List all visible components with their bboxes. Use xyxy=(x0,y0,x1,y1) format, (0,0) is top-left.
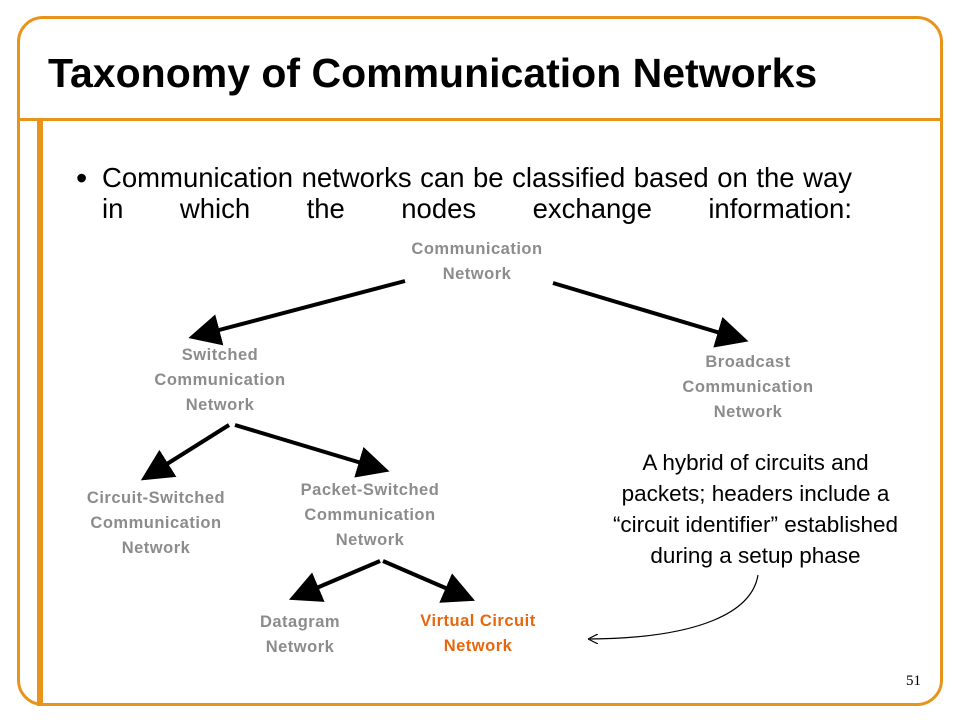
node-packet-switched-network: Packet-Switched Communication Network xyxy=(300,481,440,549)
edge-packet-to-datagram xyxy=(288,559,381,602)
slide-frame xyxy=(17,16,943,706)
page-number: 51 xyxy=(906,673,921,689)
bullet-text: Communication networks can be classified… xyxy=(102,162,852,224)
slide-title: Taxonomy of Communication Networks xyxy=(48,50,818,96)
node-switched-network: Switched Communication Network xyxy=(154,346,286,414)
node-circuit-switched-network: Circuit-Switched Communication Network xyxy=(86,489,226,557)
edge-root-to-switched xyxy=(188,279,406,346)
virtual-circuit-note: A hybrid of circuits and packets; header… xyxy=(612,450,899,568)
node-broadcast-network: Broadcast Communication Network xyxy=(682,353,814,421)
edge-switched-to-circuit xyxy=(140,423,231,481)
edge-switched-to-packet xyxy=(234,423,390,478)
bullet-marker: • xyxy=(76,160,88,196)
node-communication-network: Communication Network xyxy=(411,240,543,283)
node-virtual-circuit-network: Virtual Circuit Network xyxy=(420,612,536,655)
edge-root-to-broadcast xyxy=(552,281,749,348)
edge-packet-to-virtual xyxy=(382,559,476,603)
node-datagram-network: Datagram Network xyxy=(259,613,341,656)
annotation-pointer-arrow xyxy=(590,574,759,639)
title-divider xyxy=(18,118,942,121)
left-accent-bar xyxy=(37,120,43,706)
